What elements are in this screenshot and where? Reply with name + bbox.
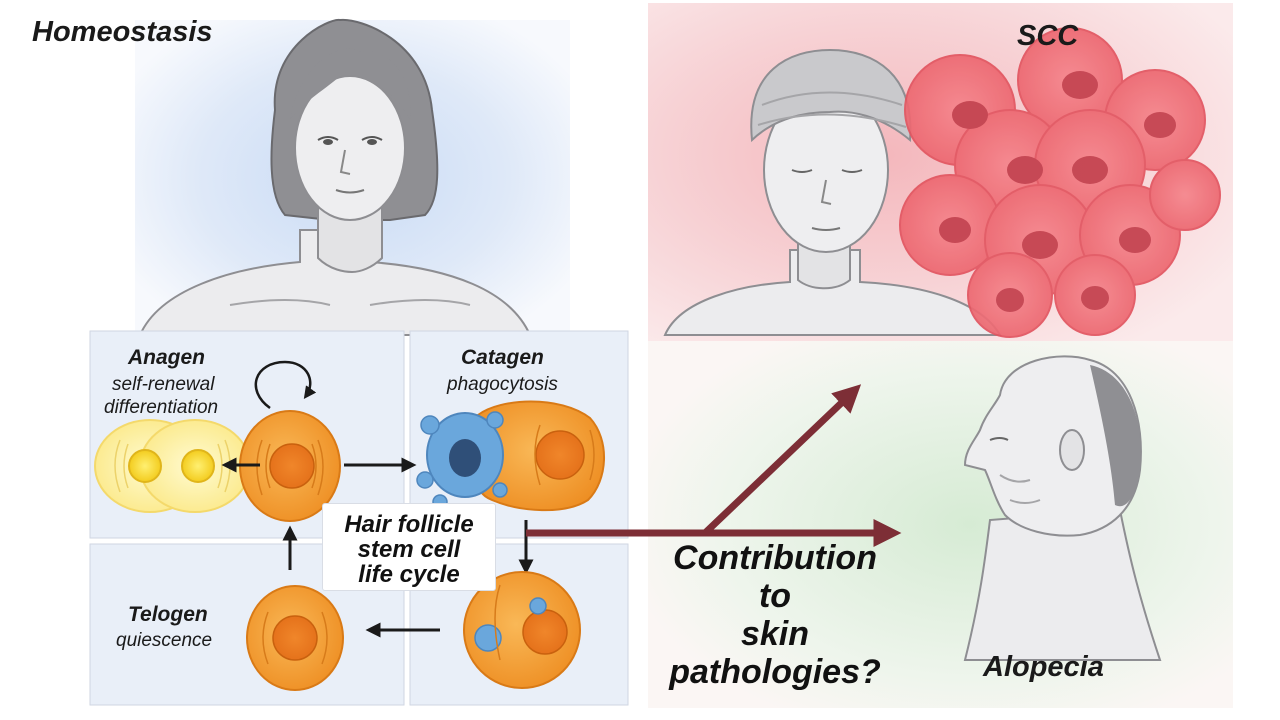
tumor-cell-cluster (899, 27, 1221, 338)
homeostasis-title: Homeostasis (32, 16, 213, 48)
question-line-4: pathologies? (669, 653, 881, 691)
contribution-arrows (526, 384, 902, 547)
self-renewal-label: self-renewal (112, 374, 215, 395)
quiescence-label: quiescence (116, 630, 213, 651)
self-renewal-arrow (254, 360, 317, 410)
anagen-stem-cell (239, 410, 341, 522)
alopecia-man-illustration (963, 355, 1162, 661)
late-catagen-cell (463, 571, 581, 689)
question-line-3: skin (740, 615, 810, 653)
scc-patient-illustration (663, 48, 1002, 336)
question-line-2: to (758, 577, 792, 615)
question-line-1: Contribution (673, 539, 877, 577)
catagen-label: Catagen (461, 346, 544, 369)
center-label-line-2: stem cell (357, 536, 461, 563)
telogen-label: Telogen (128, 603, 208, 626)
anagen-label: Anagen (128, 346, 206, 369)
telogen-cell (246, 585, 344, 691)
center-label-line-3: life cycle (358, 561, 460, 588)
phagocytosis-label: phagocytosis (447, 374, 558, 395)
differentiated-cells (94, 419, 251, 513)
apoptotic-cell-blue (416, 411, 508, 510)
center-label-line-1: Hair follicle (344, 511, 474, 538)
scc-title: SCC (1017, 20, 1079, 52)
phagocytic-cell (476, 400, 605, 512)
cycle-center-label: Hair follicle stem cell life cycle (322, 503, 496, 591)
differentiation-label: differentiation (104, 397, 219, 418)
alopecia-title: Alopecia (983, 651, 1104, 683)
woman-illustration (138, 18, 532, 336)
